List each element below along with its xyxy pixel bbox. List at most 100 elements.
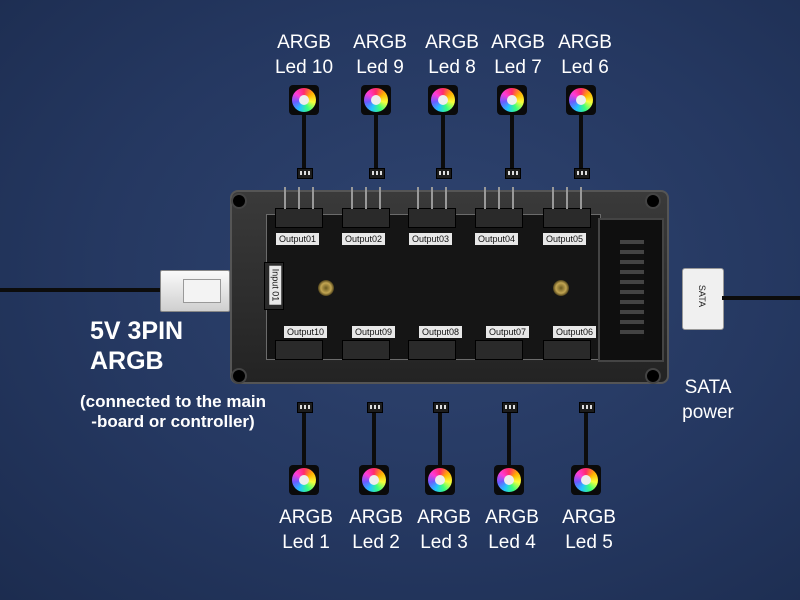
port-output08	[408, 340, 456, 360]
cable-led7	[510, 115, 514, 168]
led2-label: ARGB Led 2	[340, 505, 412, 555]
sata-power-label: SATA power	[668, 375, 748, 425]
port-label-output01: Output01	[276, 233, 320, 245]
standoff-right	[553, 280, 569, 296]
screw-bottom-left	[231, 368, 247, 384]
port-output06	[543, 340, 591, 360]
port-label-output09: Output09	[352, 326, 396, 338]
input-note-line2: -board or controller)	[91, 412, 255, 431]
fan-led4-icon	[494, 465, 524, 495]
led10-label-line1: ARGB	[277, 32, 331, 53]
port-label-output03: Output03	[409, 233, 453, 245]
cable-led6	[579, 115, 583, 168]
cable-led1	[302, 413, 306, 465]
port-label-output10: Output10	[284, 326, 328, 338]
led3-label: ARGB Led 3	[408, 505, 480, 555]
port-output02	[342, 187, 390, 228]
port-label-output05: Output05	[543, 233, 587, 245]
cable-led4	[507, 413, 511, 465]
led5-label: ARGB Led 5	[553, 505, 625, 555]
led10-label: ARGB Led 10	[268, 30, 340, 80]
input-note-line1: (connected to the main	[79, 392, 267, 411]
led7-label-line1: ARGB	[491, 32, 545, 53]
led6-label-line1: ARGB	[558, 32, 612, 53]
cable-led9	[374, 115, 378, 168]
input-label-line2: ARGB	[90, 347, 164, 375]
led6-label-line2: Led 6	[561, 57, 609, 78]
port-output05	[543, 187, 591, 228]
input-plug	[160, 270, 230, 312]
led1-label: ARGB Led 1	[270, 505, 342, 555]
led5-label-line2: Led 5	[565, 532, 613, 553]
led9-label: ARGB Led 9	[344, 30, 416, 80]
port-label-input01: Input 01	[269, 265, 282, 305]
header-led10	[297, 168, 313, 179]
port-output01	[275, 187, 323, 228]
header-led1	[297, 402, 313, 413]
port-label-output02: Output02	[342, 233, 386, 245]
led9-label-line2: Led 9	[356, 57, 404, 78]
fan-led1-icon	[289, 465, 319, 495]
led7-label: ARGB Led 7	[482, 30, 554, 80]
input-label: 5V 3PIN ARGB	[90, 316, 183, 376]
header-led7	[505, 168, 521, 179]
led2-label-line2: Led 2	[352, 532, 400, 553]
input-label-line1: 5V 3PIN	[90, 317, 184, 345]
port-output07	[475, 340, 523, 360]
port-output09	[342, 340, 390, 360]
led4-label-line2: Led 4	[488, 532, 536, 553]
led10-label-line2: Led 10	[274, 57, 334, 78]
header-led5	[579, 402, 595, 413]
fan-led10-icon	[289, 85, 319, 115]
led8-label: ARGB Led 8	[416, 30, 488, 80]
led8-label-line2: Led 8	[428, 57, 476, 78]
led3-label-line2: Led 3	[420, 532, 468, 553]
screw-bottom-right	[645, 368, 661, 384]
fan-led3-icon	[425, 465, 455, 495]
screw-top-left	[231, 193, 247, 209]
cable-led8	[441, 115, 445, 168]
standoff-left	[318, 280, 334, 296]
port-output10	[275, 340, 323, 360]
sata-plug: SATA	[682, 268, 724, 330]
led5-label-line1: ARGB	[562, 507, 616, 528]
fan-led8-icon	[428, 85, 458, 115]
header-led3	[433, 402, 449, 413]
port-output04	[475, 187, 523, 228]
sata-plug-label: SATA	[697, 284, 708, 308]
cable-led2	[372, 413, 376, 465]
sata-power-label-line2: power	[682, 402, 734, 423]
cable-led10	[302, 115, 306, 168]
input-note: (connected to the main -board or control…	[58, 392, 288, 432]
led2-label-line1: ARGB	[349, 507, 403, 528]
led4-label: ARGB Led 4	[476, 505, 548, 555]
fan-led6-icon	[566, 85, 596, 115]
fan-led9-icon	[361, 85, 391, 115]
led3-label-line1: ARGB	[417, 507, 471, 528]
input-cable	[0, 288, 162, 292]
cable-led3	[438, 413, 442, 465]
header-led8	[436, 168, 452, 179]
port-label-output06: Output06	[553, 326, 597, 338]
led1-label-line2: Led 1	[282, 532, 330, 553]
header-led9	[369, 168, 385, 179]
led9-label-line1: ARGB	[353, 32, 407, 53]
port-label-output08: Output08	[419, 326, 463, 338]
cable-led5	[584, 413, 588, 465]
led6-label: ARGB Led 6	[549, 30, 621, 80]
header-led4	[502, 402, 518, 413]
led8-label-line1: ARGB	[425, 32, 479, 53]
port-output03	[408, 187, 456, 228]
port-label-output04: Output04	[475, 233, 519, 245]
sata-cable	[722, 296, 800, 300]
led1-label-line1: ARGB	[279, 507, 333, 528]
screw-top-right	[645, 193, 661, 209]
fan-led5-icon	[571, 465, 601, 495]
sata-power-label-line1: SATA	[684, 377, 732, 398]
led4-label-line1: ARGB	[485, 507, 539, 528]
header-led2	[367, 402, 383, 413]
header-led6	[574, 168, 590, 179]
fan-led7-icon	[497, 85, 527, 115]
port-label-output07: Output07	[486, 326, 530, 338]
fan-led2-icon	[359, 465, 389, 495]
